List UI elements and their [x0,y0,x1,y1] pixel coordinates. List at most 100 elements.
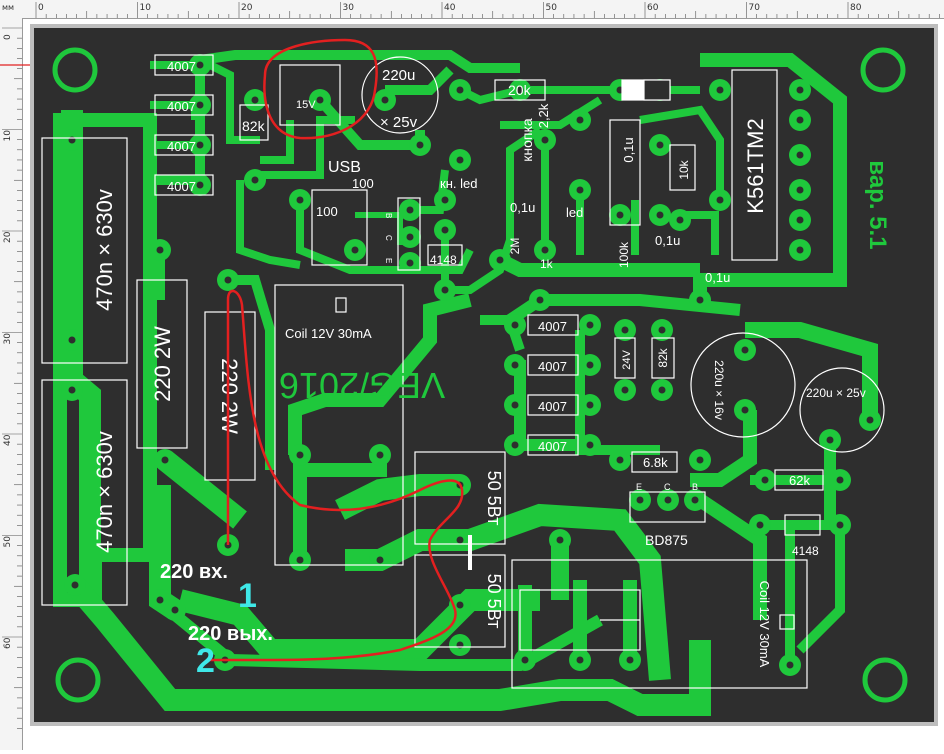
ruler-top-tick-label: 80 [850,3,862,13]
pad-hole [621,326,629,334]
label-d5: 4007 [538,319,567,334]
ruler-top-tick-label: 0 [38,3,44,13]
pad-hole [586,321,594,329]
pad-hole [676,216,684,224]
pad-hole [406,259,414,267]
pad-hole [741,346,749,354]
label-coil-top: Coil 12V 30mA [285,326,372,341]
red-annotations [210,38,464,662]
pcb-view[interactable]: 4007 4007 4007 4007 82k 15V 220u × 25v U… [22,18,944,754]
label-d4: 4007 [167,179,196,194]
pad-hole [516,86,524,94]
pad-hole [68,386,76,394]
label-4148: 4148 [430,253,457,267]
ruler-left-tick-label: 30 [3,333,13,345]
pad-hole [456,601,464,609]
pad-hole [616,456,624,464]
pad-hole [796,151,804,159]
ruler-left-tick-label: 10 [3,130,13,142]
label-100b: 100 [316,204,338,219]
label-res50-a: 50 5Вт [484,471,504,526]
pad-hole [511,321,519,329]
label-cap-220u-16v: 220u × 16v [712,360,726,420]
pad-hole [416,141,424,149]
pad-hole [296,556,304,564]
pad-hole [536,296,544,304]
label-6-8k: 6.8k [643,455,668,470]
pad-hole [716,86,724,94]
pad-hole [296,451,304,459]
pad-hole [691,496,699,504]
pad-hole [316,96,324,104]
label-d6: 4007 [538,359,567,374]
pad-hole [161,456,169,464]
pad-hole [456,86,464,94]
label-24v: 24V [621,350,633,370]
pad-hole [576,656,584,664]
pad-hole [626,656,634,664]
pad-hole [224,276,232,284]
label-res220-a: 220 2W [150,326,175,402]
pad-hole [866,416,874,424]
pad-hole [586,361,594,369]
ruler-left-tick-label: 20 [3,231,13,243]
ruler-marker [0,64,30,66]
label-led: led [566,205,583,220]
label-100k: 100k [617,241,631,268]
label-82k-b: 82k [656,347,670,367]
label-2-2k: 2,2k [536,103,551,128]
pad-hole [541,136,549,144]
pad-hole [156,246,164,254]
label-220-out: 220 вых. [188,623,273,645]
pad-hole [586,441,594,449]
pad-hole [196,141,204,149]
label-20k: 20k [508,82,532,98]
ruler-top-tick-label: 50 [546,3,558,13]
red-path-annotation [210,289,464,662]
pad-hole [836,476,844,484]
ruler-top-tick-label: 70 [749,3,761,13]
pad-hole [68,336,76,344]
label-veg-2016: VEG/2016 [279,365,445,406]
label-bd875: BD875 [645,532,688,548]
label-cap470-a: 470n × 630v [92,189,117,311]
pad-hole [716,196,724,204]
label-cap-220u-top: 220u [382,67,415,84]
label-c01u-c: 0,1u [655,233,680,248]
label-tr-e: E [636,482,642,492]
ruler-top-tick-label: 10 [140,3,152,13]
label-d7: 4007 [538,399,567,414]
pad-hole [696,296,704,304]
pad-hole [586,401,594,409]
label-version: вар. 5.1 [864,160,891,249]
label-c01u-d: 0,1u [705,270,730,285]
pad-hole [251,176,259,184]
copper-layer [52,47,908,716]
label-usb: USB [328,159,361,176]
pad-hole [761,476,769,484]
label-10k: 10k [677,159,691,179]
label-1k: 1k [540,257,554,271]
pad-hole [511,441,519,449]
pad-hole [826,436,834,444]
pad-hole [576,116,584,124]
pad-hole [381,96,389,104]
pad-hole [406,206,414,214]
pad-hole [496,256,504,264]
label-d1: 4007 [167,59,196,74]
label-knopka: кнопка [519,118,535,162]
pad-hole [796,116,804,124]
label-62k: 62k [789,473,810,488]
label-d2: 4007 [167,99,196,114]
pad-hole [196,181,204,189]
label-c01u-a: 0,1u [510,200,535,215]
pcb-board-svg[interactable]: 4007 4007 4007 4007 82k 15V 220u × 25v U… [22,18,944,750]
ruler-unit-label: мм [2,3,14,12]
pad-hole [636,496,644,504]
silkscreen-layer [41,54,885,689]
pad-hole [541,246,549,254]
pad-hole [171,606,179,614]
red-circle-annotation [263,38,378,140]
